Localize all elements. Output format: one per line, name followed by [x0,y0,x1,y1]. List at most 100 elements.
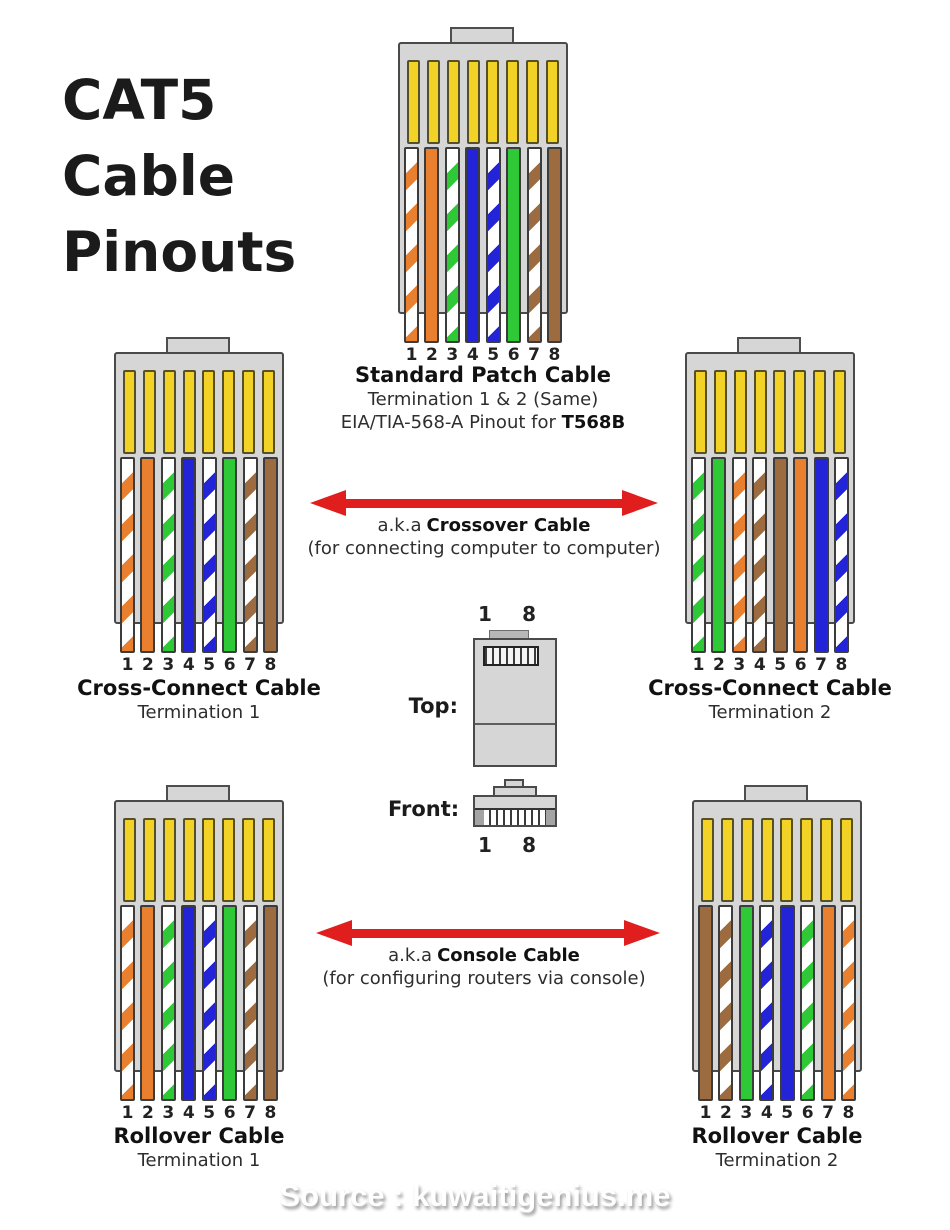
pin-number: 1 [405,345,418,365]
cross-connect-1-title: Cross-Connect Cable [77,676,321,700]
crossover-description: (for connecting computer to computer) [307,538,661,559]
contact-pin [182,818,196,902]
patch-cable-caption: Standard Patch Cable Termination 1 & 2 (… [283,363,683,434]
wire-blue [181,457,197,653]
wire-green-stripe [160,905,176,1101]
wire-orange-stripe [731,457,747,653]
rollover-1-title: Rollover Cable [113,1124,285,1148]
wire-blue-stripe [201,905,217,1101]
connector-tab [166,785,230,803]
connector-contact-pins [123,818,275,902]
arrow-right-head-icon [624,920,660,946]
wire-blue [813,457,829,653]
pin-number: 1 [699,1103,712,1123]
pin-number: 8 [264,655,277,675]
contact-pin [426,60,440,144]
contact-pin [813,370,827,454]
front-view-pin8-label: 8 [522,833,536,857]
wire-green [711,457,727,653]
front-view-pin1-label: 1 [478,833,492,857]
wire-brown-stripe [526,147,542,343]
contact-pin [800,818,814,902]
contact-pin [701,818,714,902]
rollover-2-subtitle: Termination 2 [715,1150,839,1171]
contact-pin [142,370,156,454]
connector-wires [691,457,849,653]
console-name: Console Cable [437,945,580,966]
pin-number: 7 [528,345,540,365]
wire-brown [698,905,713,1101]
page-title-line2: Cable [62,144,236,208]
contact-pin [162,370,176,454]
wire-green-stripe [691,457,706,653]
pin-number: 5 [774,655,787,675]
contact-pin [162,818,176,902]
connector-tab [450,27,514,45]
arrow-shaft [352,928,624,938]
contact-pin [222,818,236,902]
top-view-pin1-label: 1 [478,602,492,626]
patch-cable-subtitle: Termination 1 & 2 (Same) [367,389,599,410]
contact-pin [773,370,787,454]
top-view-body [473,638,557,767]
pin-number: 1 [692,655,705,675]
wire-orange [793,457,809,653]
top-view-pin-strip [483,646,539,666]
crossover-name: Crossover Cable [426,515,591,536]
wire-orange [820,905,836,1101]
arrow-shaft [346,498,622,508]
arrow-left-head-icon [310,490,346,516]
connector-contact-pins [701,818,853,902]
wire-green-stripe [160,457,176,653]
front-view-body [473,795,557,827]
contact-pin [753,370,767,454]
pin-number: 2 [426,345,438,365]
contact-pin [202,818,216,902]
contact-pin [182,370,196,454]
wire-green-stripe [444,147,460,343]
wire-brown-stripe [242,457,258,653]
wire-brown-stripe [752,457,768,653]
pin-number: 2 [720,1103,732,1123]
page-title-line3: Pinouts [62,220,297,284]
contact-pin [713,370,727,454]
front-view-left-cap [475,810,484,825]
connector-wires [120,905,278,1101]
front-view-pin-strip [475,808,555,825]
pin-number: 6 [223,655,236,675]
wire-orange [140,905,156,1101]
pin-number: 4 [182,655,195,675]
pin-number: 5 [203,655,216,675]
crossover-arrow [310,490,658,516]
contact-pin [780,818,794,902]
contact-pin [261,818,275,902]
wire-brown-stripe [718,905,734,1101]
wire-blue-stripe [485,147,501,343]
wire-blue-stripe [201,457,217,653]
wire-blue [779,905,795,1101]
contact-pin [142,818,156,902]
rollover-2-title: Rollover Cable [691,1124,863,1148]
connector-contact-pins [123,370,275,454]
wire-green [222,457,238,653]
wire-blue [181,905,197,1101]
pin-number: 4 [753,655,766,675]
wire-blue-stripe [759,905,775,1101]
wire-blue-stripe [833,457,849,653]
pin-number: 6 [507,345,520,365]
pin-number: 3 [733,655,746,675]
pin-number: 2 [142,1103,154,1123]
connector-contact-pins [407,60,559,144]
patch-cable-pinout: EIA/TIA-568-A Pinout for T568B [340,412,626,433]
contact-pin [123,818,136,902]
contact-pin [720,818,734,902]
cross-connect-1-subtitle: Termination 1 [137,702,261,723]
connector-wires [120,457,278,653]
pin-number: 3 [162,655,175,675]
contact-pin [832,370,846,454]
pin-number: 8 [842,1103,855,1123]
